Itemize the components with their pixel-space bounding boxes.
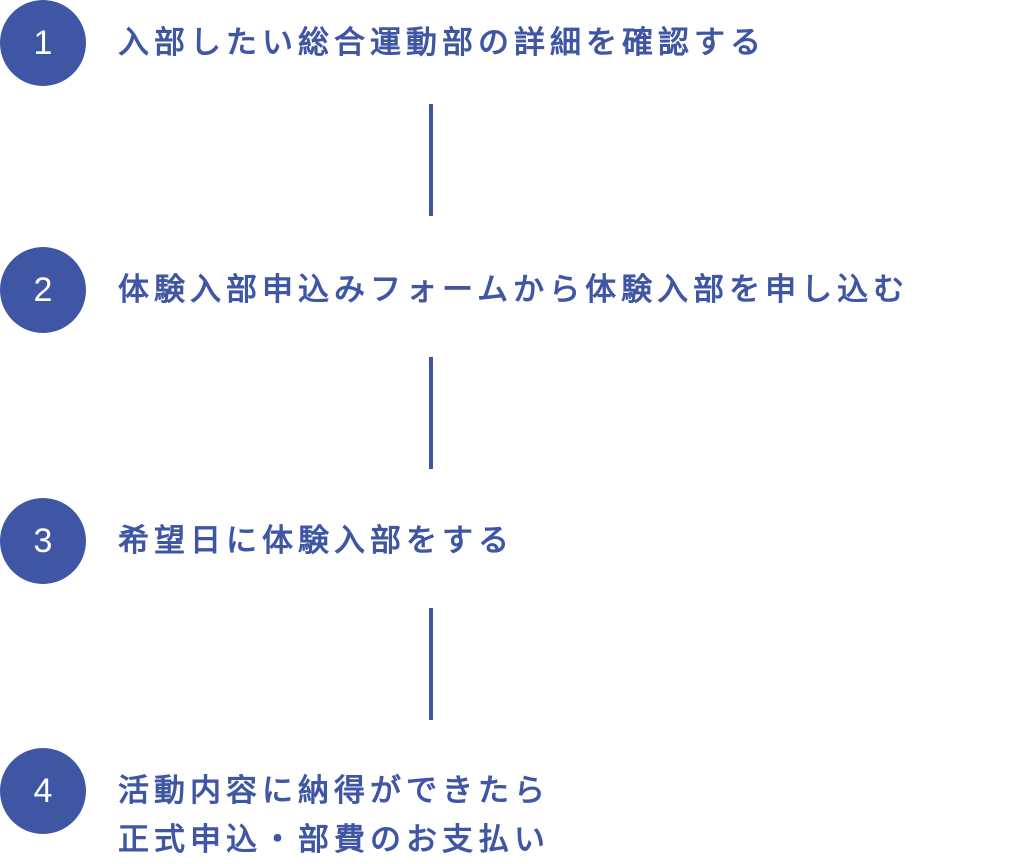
step-4-label-line-1: 活動内容に納得ができたら <box>118 773 550 809</box>
step-number-badge: 4 <box>0 748 86 834</box>
step-number-badge: 2 <box>0 247 86 333</box>
step-2: 2 <box>0 247 86 333</box>
step-3-label: 希望日に体験入部をする <box>118 523 514 559</box>
step-2-label: 体験入部申込みフォームから体験入部を申し込む <box>118 272 910 308</box>
connector-line <box>429 608 433 720</box>
step-1-label: 入部したい総合運動部の詳細を確認する <box>118 25 766 61</box>
step-number-badge: 3 <box>0 498 86 584</box>
connector-line <box>429 104 433 216</box>
step-3: 3 <box>0 498 86 584</box>
step-4-label-line-2: 正式申込・部費のお支払い <box>118 822 550 858</box>
connector-line <box>429 357 433 469</box>
step-4: 4 <box>0 748 86 834</box>
step-1: 1 <box>0 0 86 86</box>
step-number-badge: 1 <box>0 0 86 86</box>
